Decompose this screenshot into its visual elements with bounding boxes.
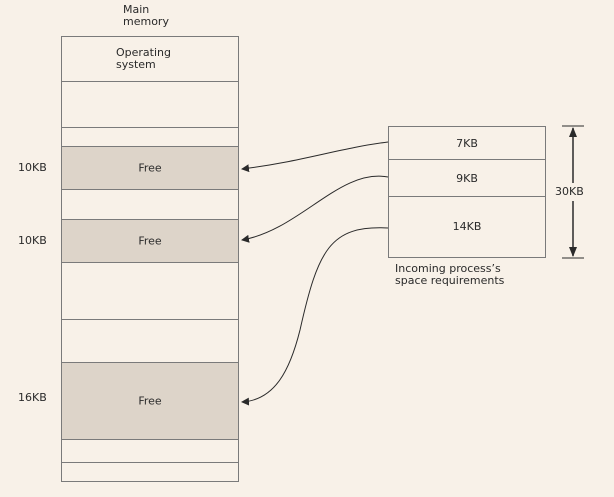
free-block-size-label: 10KB — [18, 161, 47, 174]
request-label-14kb: 14KB — [452, 220, 482, 233]
total-size-label: 30KB — [554, 185, 585, 198]
operating-system-label: Operating system — [116, 46, 171, 71]
segment-divider — [61, 462, 239, 463]
request-divider — [388, 159, 546, 160]
process-requests-box — [388, 126, 546, 258]
arrow-7kb-to-free-1 — [241, 141, 389, 173]
request-label-7kb: 7KB — [456, 137, 478, 150]
dimension-line-30kb — [562, 125, 584, 259]
main-memory-title: Main memory — [123, 3, 169, 28]
arrow-14kb-to-free-3 — [241, 227, 389, 406]
free-block-1: Free — [61, 146, 239, 190]
segment-divider — [61, 319, 239, 320]
request-divider — [388, 196, 546, 197]
segment-divider — [61, 81, 239, 82]
request-label-9kb: 9KB — [456, 172, 478, 185]
requests-caption: Incoming process’s space requirements — [395, 262, 505, 287]
segment-divider — [61, 127, 239, 128]
free-block-size-label: 16KB — [18, 391, 47, 404]
free-block-label: Free — [138, 161, 162, 175]
arrow-9kb-to-free-2 — [241, 175, 389, 243]
free-block-label: Free — [138, 234, 162, 248]
free-block-size-label: 10KB — [18, 234, 47, 247]
free-block-label: Free — [138, 394, 162, 408]
free-block-3: Free — [61, 362, 239, 440]
free-block-2: Free — [61, 219, 239, 263]
